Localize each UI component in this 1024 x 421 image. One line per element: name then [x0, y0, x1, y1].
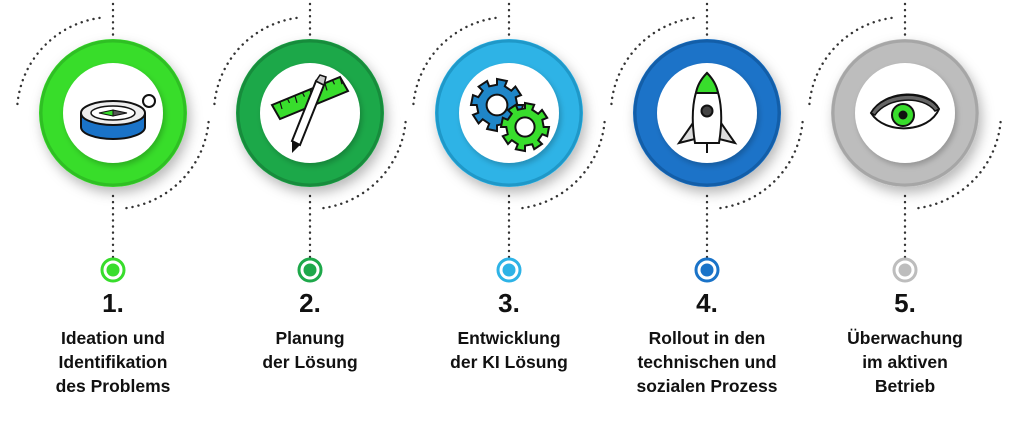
dotted-arc-lower [912, 120, 1002, 210]
step-ring-edge [39, 39, 187, 187]
step-3 [412, 2, 606, 283]
dotted-arc-upper [412, 16, 502, 106]
step-text-3: 3. Entwicklung der KI Lösung [409, 0, 609, 421]
step-label-line: Überwachung [847, 328, 963, 348]
step-ring-edge [831, 39, 979, 187]
step-text-4: 4. Rollout in den technischen und sozialen … [607, 0, 807, 421]
step-marker-dot [303, 263, 317, 277]
eye-icon [869, 93, 941, 130]
step-marker-dot [700, 263, 714, 277]
step-ring-edge [435, 39, 583, 187]
step-number: 3. [498, 288, 520, 318]
step-label-line: Entwicklung [457, 328, 561, 348]
step-ring-edge [633, 39, 781, 187]
step-4 [610, 2, 804, 283]
step-marker-dot [898, 263, 912, 277]
step-label-line: Planung [275, 328, 345, 348]
step-label-line: des Problems [55, 376, 171, 396]
dotted-arc-lower [714, 120, 804, 210]
dotted-arc-upper [808, 16, 898, 106]
step-ring-edge [236, 39, 384, 187]
step-2 [213, 2, 407, 283]
compass-icon [80, 94, 156, 140]
step-number: 5. [894, 288, 916, 318]
rocket-icon [676, 71, 738, 153]
dotted-arc-upper [16, 16, 106, 106]
step-label-line: der Lösung [262, 352, 358, 372]
step-1 [16, 2, 210, 283]
step-number: 1. [102, 288, 124, 318]
gears-icon [469, 77, 551, 153]
step-label-line: im aktiven [862, 352, 948, 372]
step-text-2: 2. Planung der Lösung [210, 0, 410, 421]
step-number: 4. [696, 288, 718, 318]
dotted-arc-upper [213, 16, 303, 106]
step-label-line: Ideation und [60, 328, 166, 348]
step-marker-dot [502, 263, 516, 277]
step-label-line: technischen und [637, 352, 777, 372]
step-number: 2. [299, 288, 321, 318]
step-label-line: Rollout in den [648, 328, 766, 348]
step-marker-dot [106, 263, 120, 277]
step-label: Rollout in den technischen und sozialen Pr… [607, 326, 807, 398]
step-5 [808, 2, 1002, 283]
step-label-line: sozialen Prozess [636, 376, 778, 396]
dotted-arc-upper [610, 16, 700, 106]
step-label: Planung der Lösung [210, 326, 410, 374]
dotted-arc-lower [516, 120, 606, 210]
ruler-pencil-icon [270, 74, 350, 153]
step-label: Entwicklung der KI Lösung [409, 326, 609, 374]
dotted-arc-lower [120, 120, 210, 210]
step-label-line: Betrieb [874, 376, 936, 396]
dotted-arc-lower [317, 120, 407, 210]
step-label-line: der KI Lösung [450, 352, 568, 372]
step-label-line: Identifikation [58, 352, 168, 372]
